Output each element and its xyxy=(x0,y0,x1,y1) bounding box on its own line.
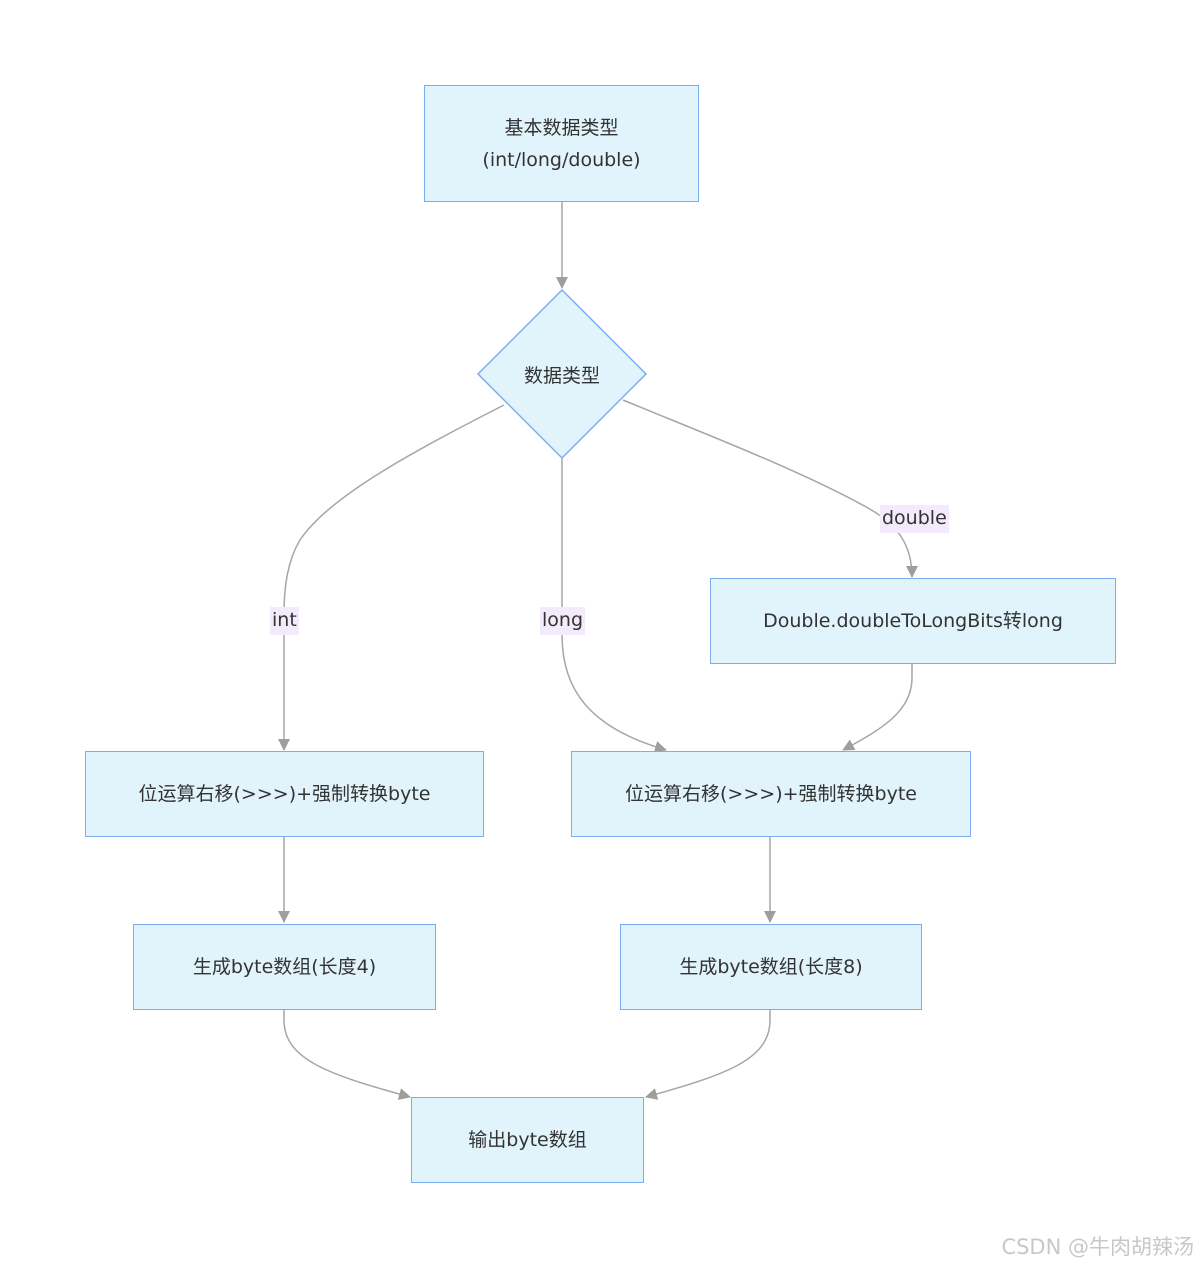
node-array8: 生成byte数组(长度8) xyxy=(620,924,922,1010)
edge-decision-to-shift-int xyxy=(278,404,505,751)
node-shift-long-label: 位运算右移(>>>)+强制转换byte xyxy=(625,783,917,805)
edge-label-double: double xyxy=(880,505,949,533)
watermark: CSDN @牛肉胡辣汤 xyxy=(1001,1235,1194,1259)
node-output-label: 输出byte数组 xyxy=(468,1129,587,1151)
node-shift-long: 位运算右移(>>>)+强制转换byte xyxy=(571,751,971,837)
node-start-line1: 基本数据类型 xyxy=(504,116,619,139)
node-start-line2: (int/long/double) xyxy=(482,148,641,171)
node-array4: 生成byte数组(长度4) xyxy=(133,924,436,1010)
edge-label-int: int xyxy=(270,607,299,635)
edge-decision-to-double-convert xyxy=(622,399,918,578)
edge-double-convert-to-shift-long xyxy=(842,664,913,751)
node-array4-label: 生成byte数组(长度4) xyxy=(192,956,377,978)
node-shift-int: 位运算右移(>>>)+强制转换byte xyxy=(85,751,484,837)
decision-label: 数据类型 xyxy=(523,364,600,387)
node-shift-int-label: 位运算右移(>>>)+强制转换byte xyxy=(138,783,431,805)
node-array8-label: 生成byte数组(长度8) xyxy=(679,956,863,978)
node-double-convert: Double.doubleToLongBits转long xyxy=(710,578,1116,664)
node-start: 基本数据类型 (int/long/double) xyxy=(424,85,699,202)
edge-label-long: long xyxy=(540,607,586,635)
edge-array8-to-output xyxy=(645,1010,771,1100)
node-double-convert-label: Double.doubleToLongBits转long xyxy=(763,610,1063,632)
edge-decision-to-shift-long xyxy=(561,458,667,753)
node-output: 输出byte数组 xyxy=(411,1097,644,1183)
edge-array4-to-output xyxy=(283,1010,411,1100)
